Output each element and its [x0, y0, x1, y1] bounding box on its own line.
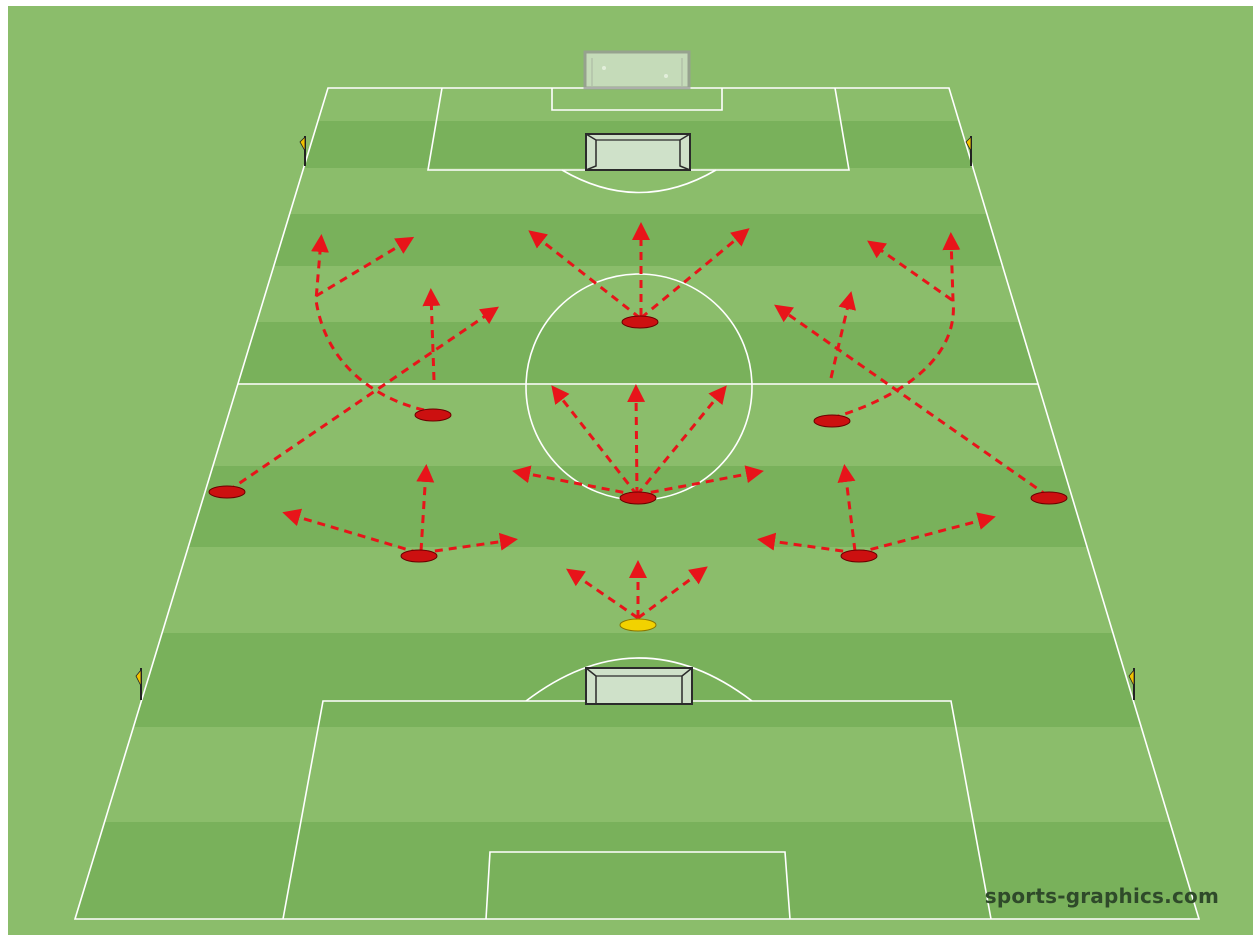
player-marker	[622, 316, 658, 328]
near-goal-icon	[586, 668, 692, 704]
player-marker	[401, 550, 437, 562]
watermark-text: sports-graphics.com	[985, 884, 1219, 908]
player-marker	[814, 415, 850, 427]
player-marker	[209, 486, 245, 498]
player-marker	[841, 550, 877, 562]
far-goal-faded-icon	[585, 52, 689, 88]
player-marker	[620, 492, 656, 504]
far-goal-icon	[586, 134, 690, 170]
goalkeeper-marker	[620, 619, 656, 631]
player-marker	[415, 409, 451, 421]
player-marker	[1031, 492, 1067, 504]
